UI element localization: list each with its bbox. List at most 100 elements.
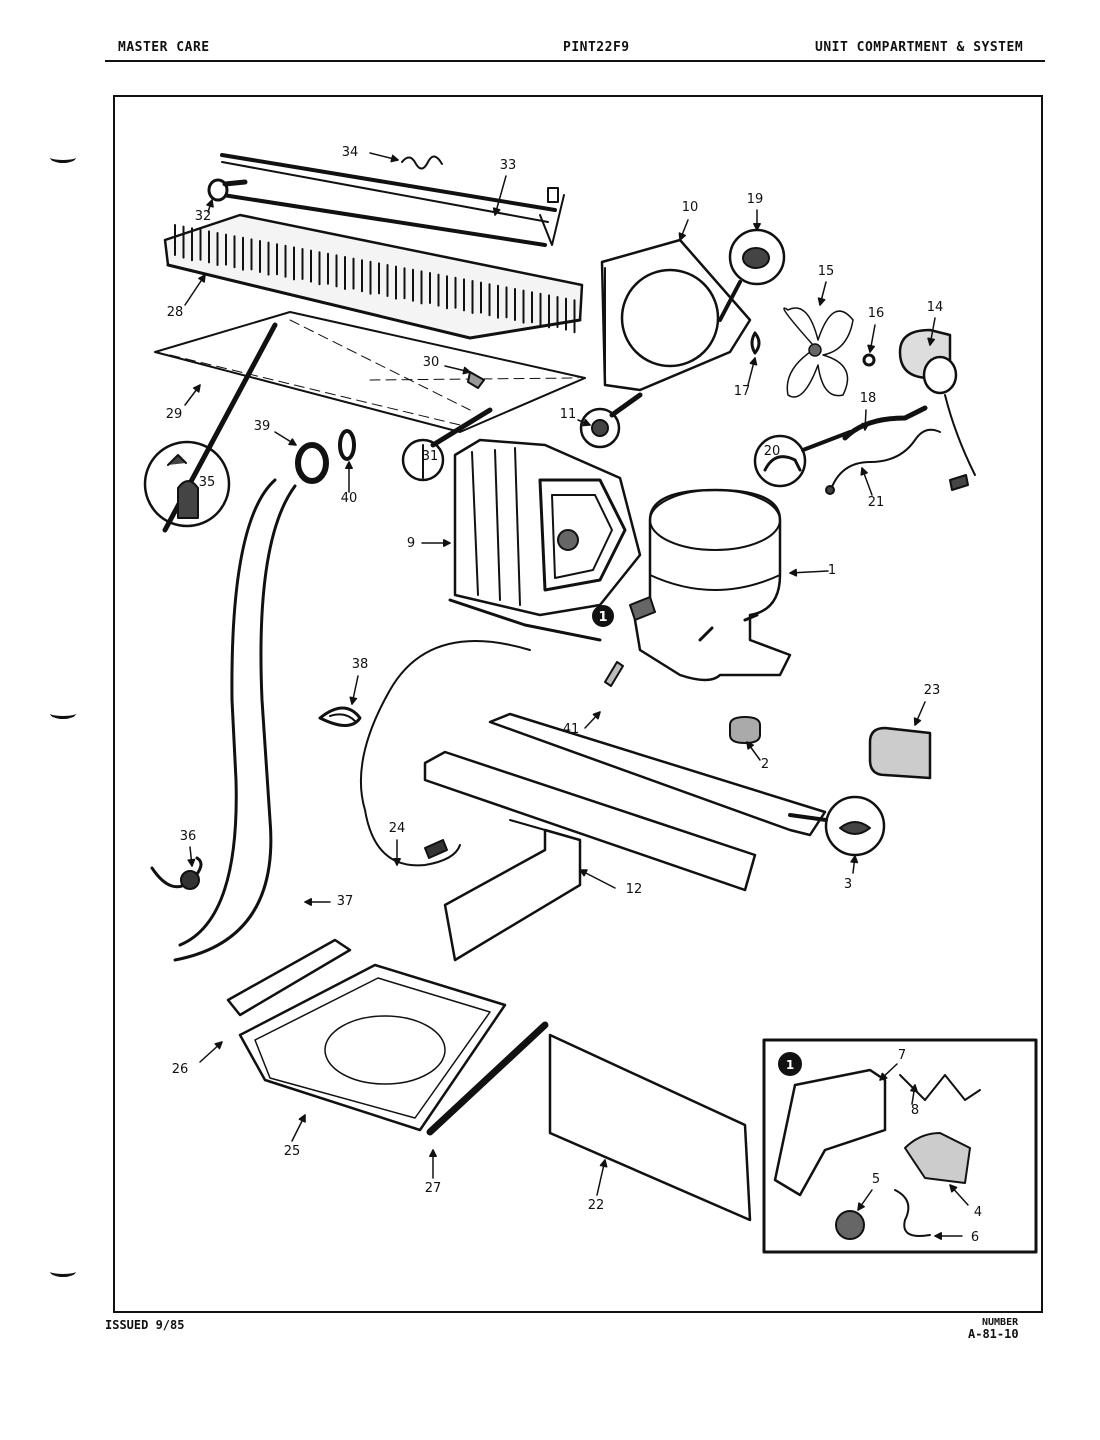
inset-marker-text: 1 [786, 1058, 794, 1072]
part-label-27: 27 [425, 1181, 442, 1196]
leader-arrowhead-40 [345, 461, 353, 469]
leader-arrowhead-12 [579, 869, 588, 877]
part-label-2: 2 [761, 757, 769, 772]
leader-arrowhead-37 [304, 898, 312, 906]
part-3-detail-callout [788, 795, 886, 857]
leader-arrowhead-30 [462, 366, 471, 375]
part-label-10: 10 [682, 200, 699, 215]
binder-mark-bottom [50, 1266, 76, 1277]
part-label-11: 11 [560, 407, 577, 422]
leader-arrowhead-8 [910, 1084, 918, 1093]
leader-arrowhead-16 [867, 344, 876, 353]
leader-arrowhead-7 [879, 1072, 888, 1081]
leader-arrowhead-17 [749, 357, 758, 366]
part-label-41: 41 [563, 722, 580, 737]
leader-arrowhead-36 [187, 858, 196, 867]
footer-issued-date: ISSUED 9/85 [105, 1318, 185, 1332]
part-label-38: 38 [352, 657, 369, 672]
part-label-26: 26 [172, 1062, 189, 1077]
part-17-clip [750, 331, 761, 355]
part-15-fan-blade [783, 307, 854, 398]
part-label-23: 23 [924, 683, 941, 698]
leader-arrowhead-18 [861, 422, 870, 431]
leader-arrowhead-29 [192, 384, 201, 393]
part-label-15: 15 [818, 264, 835, 279]
part-10-fan-shroud [600, 238, 752, 392]
part-label-4: 4 [974, 1205, 982, 1220]
leader-arrowhead-38 [349, 696, 358, 705]
leader-arrowhead-1 [789, 568, 798, 577]
part-label-37: 37 [337, 894, 354, 909]
header-model-number: PINT22F9 [563, 40, 630, 55]
binder-mark-top [50, 152, 76, 163]
leader-arrowhead-34 [390, 154, 399, 163]
part-label-17: 17 [734, 384, 751, 399]
part-35-detail-callout [143, 322, 278, 533]
part-label-8: 8 [911, 1103, 919, 1118]
part-27-rod [426, 1021, 549, 1136]
leader-arrowhead-3 [850, 855, 859, 864]
leader-arrowhead-6 [934, 1232, 942, 1240]
part-label-33: 33 [500, 158, 517, 173]
part-20-detail-callout [753, 430, 852, 488]
part-25-drain-pan [238, 963, 507, 1132]
part-18-harness [842, 405, 928, 441]
inset-box [762, 1038, 1038, 1254]
part-19-detail-callout [718, 228, 786, 322]
part-39-grommet [295, 442, 329, 484]
leader-arrowhead-25 [298, 1114, 306, 1123]
leader-arrowhead-9 [443, 539, 451, 547]
part-label-14: 14 [927, 300, 944, 315]
leader-arrowhead-32 [206, 199, 214, 208]
part-label-29: 29 [166, 407, 183, 422]
part-1-compressor [629, 488, 792, 682]
part-label-19: 19 [747, 192, 764, 207]
footer-number-value: A-81-10 [968, 1327, 1019, 1341]
part-label-32: 32 [195, 209, 212, 224]
part-label-18: 18 [860, 391, 877, 406]
part-24-power-cord [359, 640, 531, 867]
part-label-36: 36 [180, 829, 197, 844]
part-38-clamp [318, 706, 362, 727]
leader-arrowhead-41 [592, 711, 601, 720]
leader-arrowhead-4 [949, 1184, 958, 1193]
leader-arrowhead-39 [288, 438, 297, 446]
part-36-valve [180, 870, 200, 890]
diagram-frame [113, 95, 1043, 1313]
leader-arrowhead-15 [817, 297, 826, 306]
leader-arrowhead-19 [753, 223, 761, 231]
part-32-drier [207, 178, 248, 202]
base-rails [423, 712, 827, 892]
leader-arrowhead-24 [393, 858, 401, 866]
part-label-9: 9 [407, 536, 415, 551]
leader-arrowhead-33 [492, 207, 501, 216]
part-40-grommet [338, 429, 356, 461]
leader-arrowhead-14 [927, 337, 936, 346]
header-section-title: UNIT COMPARTMENT & SYSTEM [815, 40, 1024, 55]
part-label-12: 12 [626, 882, 643, 897]
leader-arrowhead-26 [214, 1041, 223, 1050]
part-22-cover-panel [548, 1033, 752, 1222]
part-label-31: 31 [422, 449, 439, 464]
part-34-wire [401, 155, 443, 170]
leader-arrowhead-2 [746, 741, 754, 750]
part-label-34: 34 [342, 145, 359, 160]
leader-arrowhead-23 [913, 717, 922, 726]
part-label-24: 24 [389, 821, 406, 836]
part-28-condenser [163, 213, 584, 340]
part-21-wire [829, 428, 941, 493]
header-brand: MASTER CARE [118, 40, 210, 55]
footer-number-label: NUMBER [982, 1317, 1019, 1328]
part-label-5: 5 [872, 1172, 880, 1187]
part-label-35: 35 [199, 475, 216, 490]
inset-marker-1-ref [592, 605, 614, 627]
part-14-fan-motor [898, 328, 976, 491]
leader-arrowhead-11 [582, 418, 591, 427]
part-label-25: 25 [284, 1144, 301, 1159]
part-label-1: 1 [828, 563, 836, 578]
part-37-drain-tube [173, 478, 297, 962]
leader-arrowhead-22 [599, 1159, 608, 1168]
part-label-21: 21 [868, 495, 885, 510]
part-label-6: 6 [971, 1230, 979, 1245]
